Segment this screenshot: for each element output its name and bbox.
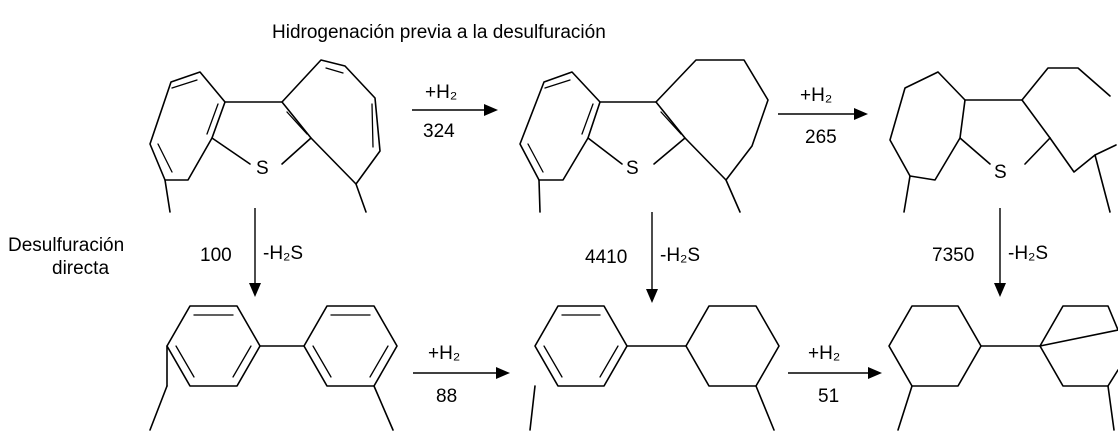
rate-constant-label: 88 <box>436 386 457 407</box>
rate-constant-label: 7350 <box>932 245 974 266</box>
rate-constant-label: 324 <box>423 121 455 142</box>
reagent-label: -H₂S <box>1008 243 1048 264</box>
rate-constant-label: 265 <box>805 127 837 148</box>
rate-constant-label: 100 <box>200 245 232 266</box>
reaction-arrow-v2: -H₂S 4410 <box>585 212 700 303</box>
rate-constant-label: 4410 <box>585 247 627 268</box>
reaction-arrow-v3: -H₂S 7350 <box>932 208 1048 297</box>
rate-constant-label: 51 <box>818 386 839 407</box>
molecule-dimethyldibenzothiophene: S <box>149 59 381 213</box>
molecule-methylcyclohexyltoluene <box>529 305 780 431</box>
sulfur-atom-label: S <box>626 158 639 179</box>
reaction-arrow-h2: +H₂ 265 <box>778 85 868 148</box>
reagent-label: +H₂ <box>800 85 832 106</box>
reaction-arrow-v1: -H₂S 100 <box>200 208 303 297</box>
reaction-arrow-h4: +H₂ 51 <box>788 343 882 407</box>
sulfur-atom-label: S <box>994 162 1007 183</box>
direct-desulfurization-label-line2: directa <box>52 258 109 279</box>
molecule-perhydrodimethyldibenzothiophene: S <box>889 67 1117 213</box>
reagent-label: +H₂ <box>428 343 460 364</box>
direct-desulfurization-label-line1: Desulfuración <box>8 235 124 256</box>
reagent-label: +H₂ <box>808 343 840 364</box>
molecule-tetrahydrodimethyldibenzothiophene: S <box>519 59 769 213</box>
molecule-dimethylbiphenyl <box>149 305 398 431</box>
reagent-label: -H₂S <box>660 245 700 266</box>
diagram-title: Hidrogenación previa a la desulfuración <box>272 22 606 43</box>
sulfur-atom-label: S <box>256 158 269 179</box>
molecule-dimethylbicyclohexyl <box>888 305 1118 431</box>
reagent-label: -H₂S <box>263 243 303 264</box>
reagent-label: +H₂ <box>425 82 457 103</box>
reaction-arrow-h1: +H₂ 324 <box>412 82 498 142</box>
reaction-arrow-h3: +H₂ 88 <box>413 343 510 407</box>
